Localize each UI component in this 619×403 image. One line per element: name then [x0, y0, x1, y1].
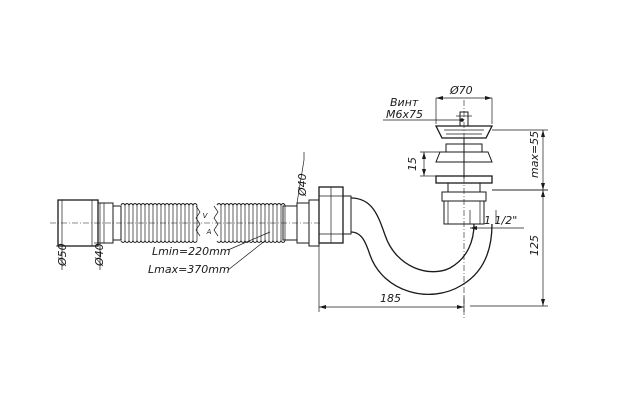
lmax-label: Lmax=370mm: [148, 263, 230, 276]
svg-text:A: A: [206, 228, 212, 236]
screw-size-label: М6х75: [386, 108, 423, 121]
diam40-left-label: Ø40: [93, 243, 106, 267]
screw-title-label: Винт: [390, 96, 419, 109]
dim15-label: 15: [406, 157, 419, 171]
thread-label: 1 1/2": [484, 214, 517, 227]
dimension-125: [470, 189, 548, 307]
dimension-185: [318, 246, 465, 312]
hose-contour: [216, 203, 286, 206]
screw-callout: [383, 118, 464, 122]
lmin-label: Lmin=220mm: [152, 245, 231, 258]
max55-label: max=55: [528, 131, 541, 178]
diam50-label: Ø50: [56, 243, 69, 267]
hose-contour: [216, 240, 286, 243]
hose-contour: [120, 240, 198, 243]
corrugated-hose-right-segment: [216, 203, 286, 243]
hose-end-cuff: [57, 199, 122, 247]
diam40-top-label: Ø40: [296, 173, 309, 197]
dimension-diam40-top: [296, 152, 305, 204]
hose-break-lines: V A: [195, 205, 219, 237]
length-leader: [227, 231, 271, 271]
dimension-diam50: [56, 200, 68, 270]
dim185-label: 185: [380, 292, 401, 305]
u-bend-pipe: [350, 197, 497, 295]
dimension-thread: [470, 226, 524, 230]
svg-text:V: V: [203, 212, 209, 220]
diam70-label: Ø70: [449, 84, 473, 97]
dimension-diam40-left: [94, 203, 106, 270]
dimension-15: [420, 151, 440, 177]
dim125-label: 125: [528, 235, 541, 256]
union-nut: [318, 186, 352, 244]
hose-contour: [120, 203, 198, 206]
